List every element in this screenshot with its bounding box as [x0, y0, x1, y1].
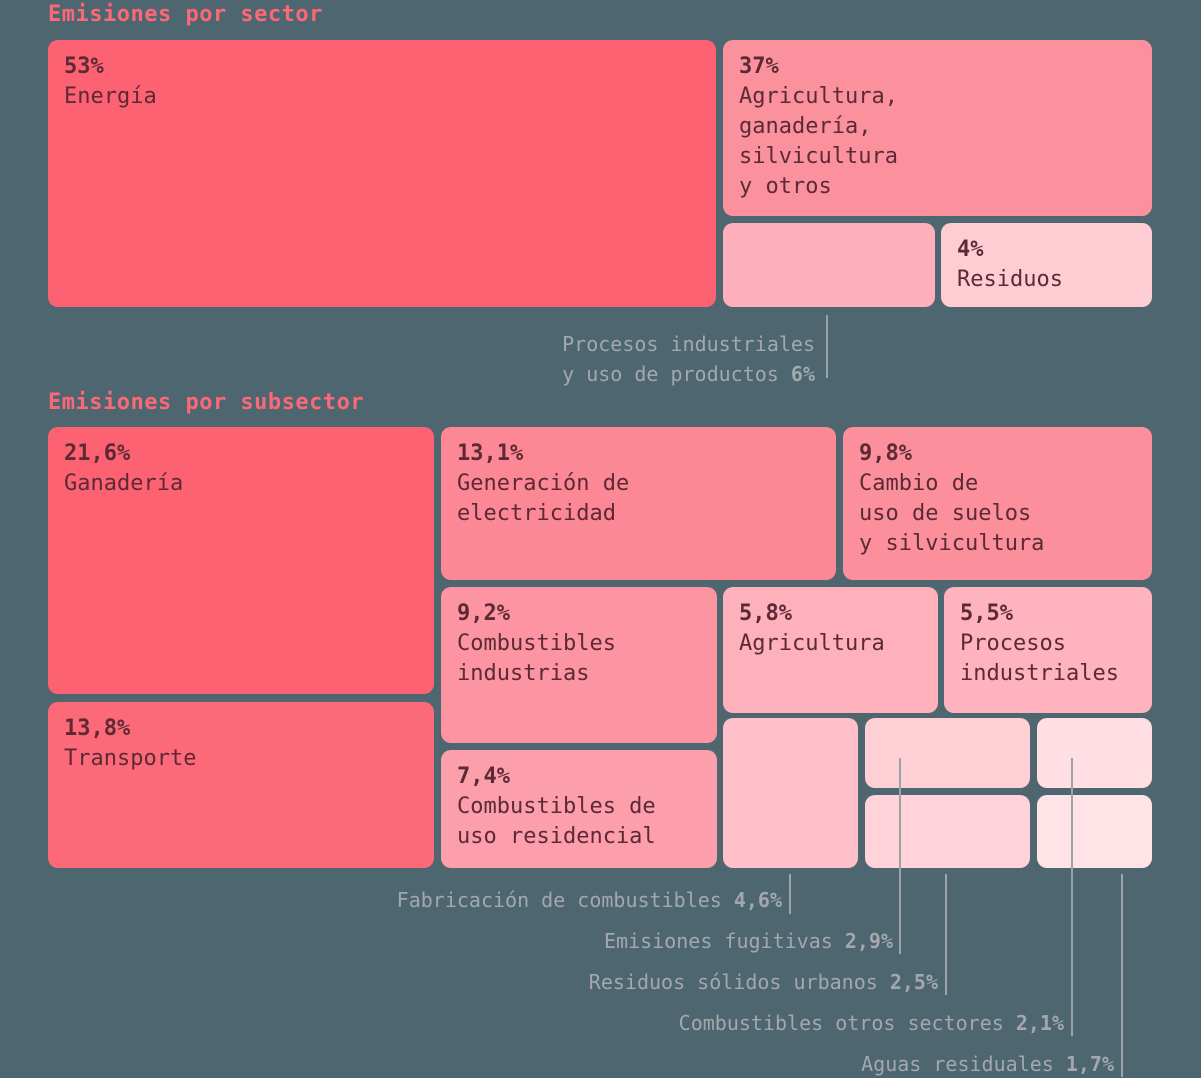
block-label: Energía — [64, 84, 157, 109]
callout-pct: 2,5% — [889, 970, 938, 994]
chart-title-sector: Emisiones por sector — [48, 2, 323, 27]
callout-pct: 1,7% — [1065, 1052, 1114, 1076]
block-pct: 5,5% — [960, 601, 1013, 626]
block-label: Cambio de uso de suelos y silvicultura — [859, 471, 1045, 556]
callout-line-residuos-solidos-urbanos — [945, 874, 947, 995]
block-label: Agricultura — [739, 631, 885, 656]
callout-residuos-solidos-urbanos: Residuos sólidos urbanos 2,5% — [0, 970, 938, 994]
block-label: Combustibles de uso residencial — [457, 794, 656, 849]
treemap-block-energia: 53% Energía — [48, 40, 716, 307]
block-label: Combustibles industrias — [457, 631, 616, 686]
treemap-block-agricultura-ganaderia: 37% Agricultura, ganadería, silvicultura… — [723, 40, 1152, 216]
callout-line-procesos-industriales — [826, 315, 828, 378]
callout-fabricacion-combustibles: Fabricación de combustibles 4,6% — [0, 888, 782, 912]
block-pct: 37% — [739, 54, 779, 79]
block-label: Procesos industriales — [960, 631, 1119, 686]
block-pct: 7,4% — [457, 764, 510, 789]
block-label: Generación de electricidad — [457, 471, 630, 526]
callout-label: Combustibles otros sectores — [678, 1011, 1004, 1035]
callout-pct: 4,6% — [733, 888, 782, 912]
callout-aguas-residuales: Aguas residuales 1,7% — [0, 1052, 1114, 1076]
treemap-block-emisiones-fugitivas — [865, 718, 1030, 788]
callout-line-combustibles-otros-sectores — [1071, 758, 1073, 1036]
treemap-block-residuos: 4% Residuos — [941, 223, 1152, 307]
treemap-block-procesos-industriales-subsector: 5,5% Procesos industriales — [944, 587, 1152, 713]
callout-line-fabricacion-combustibles — [789, 874, 791, 914]
treemap-block-generacion-electricidad: 13,1% Generación de electricidad — [441, 427, 836, 580]
block-label: Residuos — [957, 267, 1063, 292]
treemap-block-transporte: 13,8% Transporte — [48, 702, 434, 868]
block-pct: 9,8% — [859, 441, 912, 466]
callout-label: Fabricación de combustibles — [396, 888, 722, 912]
block-label: Transporte — [64, 746, 197, 771]
callout-label: Emisiones fugitivas — [604, 929, 833, 953]
callout-label: Residuos sólidos urbanos — [588, 970, 878, 994]
block-pct: 9,2% — [457, 601, 510, 626]
callout-procesos-industriales: Procesos industriales y uso de productos… — [400, 329, 815, 389]
block-label: Ganadería — [64, 471, 184, 496]
treemap-block-combustibles-industrias: 9,2% Combustibles industrias — [441, 587, 717, 743]
treemap-block-combustibles-otros-sectores — [1037, 718, 1152, 788]
callout-label: Aguas residuales — [861, 1052, 1054, 1076]
treemap-block-ganaderia: 21,6% Ganadería — [48, 427, 434, 694]
callout-combustibles-otros-sectores: Combustibles otros sectores 2,1% — [0, 1011, 1064, 1035]
block-pct: 21,6% — [64, 441, 131, 466]
treemap-block-combustibles-residencial: 7,4% Combustibles de uso residencial — [441, 750, 717, 868]
block-pct: 4% — [957, 237, 984, 262]
callout-text-line: y uso de productos — [562, 362, 779, 386]
block-pct: 53% — [64, 54, 104, 79]
callout-text-line: Procesos industriales — [562, 332, 815, 356]
chart-title-subsector: Emisiones por subsector — [48, 390, 365, 415]
block-label: Agricultura, ganadería, silvicultura y o… — [739, 84, 898, 199]
treemap-block-agricultura: 5,8% Agricultura — [723, 587, 938, 713]
callout-pct: 2,9% — [844, 929, 893, 953]
block-pct: 5,8% — [739, 601, 792, 626]
treemap-block-cambio-uso-suelos: 9,8% Cambio de uso de suelos y silvicult… — [843, 427, 1152, 580]
treemap-block-procesos-industriales-sector — [723, 223, 935, 307]
treemap-block-aguas-residuales — [1037, 795, 1152, 868]
block-pct: 13,1% — [457, 441, 524, 466]
callout-emisiones-fugitivas: Emisiones fugitivas 2,9% — [0, 929, 893, 953]
block-pct: 13,8% — [64, 716, 131, 741]
treemap-block-fabricacion-combustibles — [723, 718, 858, 868]
callout-pct: 2,1% — [1015, 1011, 1064, 1035]
treemap-block-residuos-solidos-urbanos — [865, 795, 1030, 868]
callout-line-aguas-residuales — [1121, 874, 1123, 1077]
callout-line-emisiones-fugitivas — [899, 758, 901, 954]
callout-pct: 6% — [790, 362, 815, 386]
